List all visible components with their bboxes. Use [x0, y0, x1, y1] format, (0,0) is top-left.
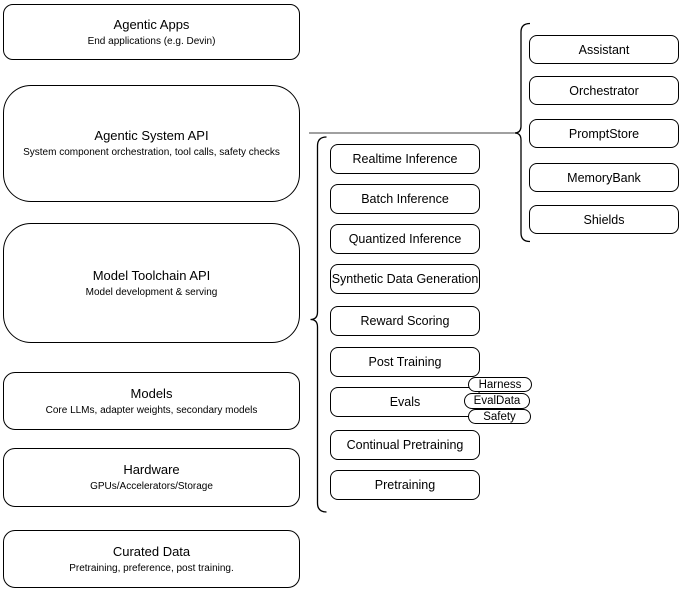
toolchain-item-synthetic-data-generation: Synthetic Data Generation [330, 264, 480, 294]
component-memorybank: MemoryBank [529, 163, 679, 192]
component-shields: Shields [529, 205, 679, 234]
box-title: Model Toolchain API [92, 267, 211, 283]
box-title: Curated Data [112, 543, 191, 559]
agentic-system-api-box: Agentic System API System component orch… [3, 85, 300, 202]
toolchain-item-batch-inference: Batch Inference [330, 184, 480, 214]
box-subtitle: System component orchestration, tool cal… [23, 147, 280, 158]
box-subtitle: Model development & serving [85, 286, 218, 298]
toolchain-item-continual-pretraining: Continual Pretraining [330, 430, 480, 460]
eval-tag-harness: Harness [468, 377, 532, 392]
models-box: Models Core LLMs, adapter weights, secon… [3, 372, 300, 430]
component-assistant: Assistant [529, 35, 679, 64]
box-subtitle: Core LLMs, adapter weights, secondary mo… [45, 404, 258, 416]
box-subtitle: End applications (e.g. Devin) [87, 35, 216, 47]
component-orchestrator: Orchestrator [529, 76, 679, 105]
curated-data-box: Curated Data Pretraining, preference, po… [3, 530, 300, 588]
box-title: Agentic Apps [113, 16, 190, 32]
toolchain-bracket [310, 136, 327, 513]
box-subtitle: Pretraining, preference, post training. [69, 562, 234, 574]
eval-tag-evaldata: EvalData [464, 393, 530, 409]
box-title: Agentic System API [94, 128, 209, 143]
toolchain-item-evals: Evals [330, 387, 480, 417]
toolchain-item-reward-scoring: Reward Scoring [330, 306, 480, 336]
hardware-box: Hardware GPUs/Accelerators/Storage [3, 448, 300, 507]
toolchain-item-post-training: Post Training [330, 347, 480, 377]
model-toolchain-api-box: Model Toolchain API Model development & … [3, 223, 300, 343]
system-components-bracket [514, 22, 531, 243]
toolchain-item-realtime-inference: Realtime Inference [330, 144, 480, 174]
toolchain-item-quantized-inference: Quantized Inference [330, 224, 480, 254]
box-title: Hardware [123, 462, 180, 477]
box-subtitle: GPUs/Accelerators/Storage [90, 481, 213, 492]
toolchain-item-pretraining: Pretraining [330, 470, 480, 500]
agentic-apps-box: Agentic Apps End applications (e.g. Devi… [3, 4, 300, 60]
eval-tag-safety: Safety [468, 409, 531, 424]
component-promptstore: PromptStore [529, 119, 679, 148]
box-title: Models [130, 385, 173, 401]
